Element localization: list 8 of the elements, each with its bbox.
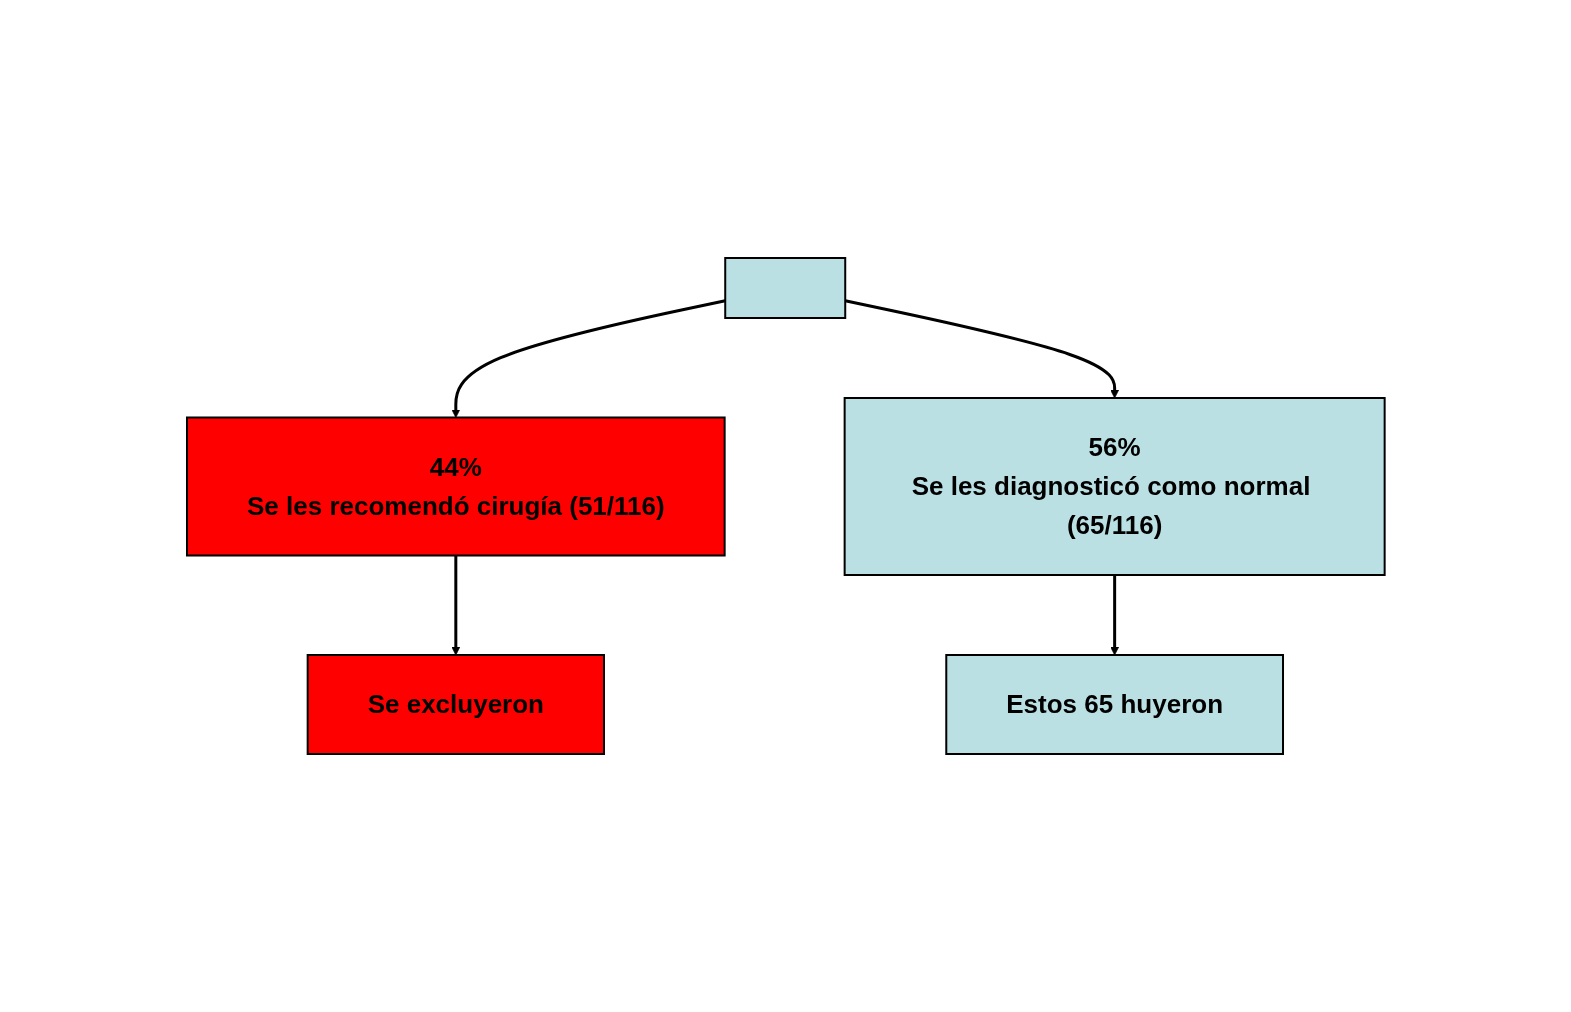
arrow — [1109, 575, 1119, 656]
node-box: 56% Se les diagnosticó como normal (65/116) — [843, 397, 1386, 576]
node-box — [723, 257, 846, 319]
arrow — [451, 555, 460, 656]
node-box: Estos 65 huyeron — [944, 654, 1284, 755]
node-box: Se excluyeron — [306, 654, 605, 755]
arrow — [844, 299, 1119, 399]
node-box: 44% Se les recomendó cirugía (51/116) — [185, 416, 726, 557]
